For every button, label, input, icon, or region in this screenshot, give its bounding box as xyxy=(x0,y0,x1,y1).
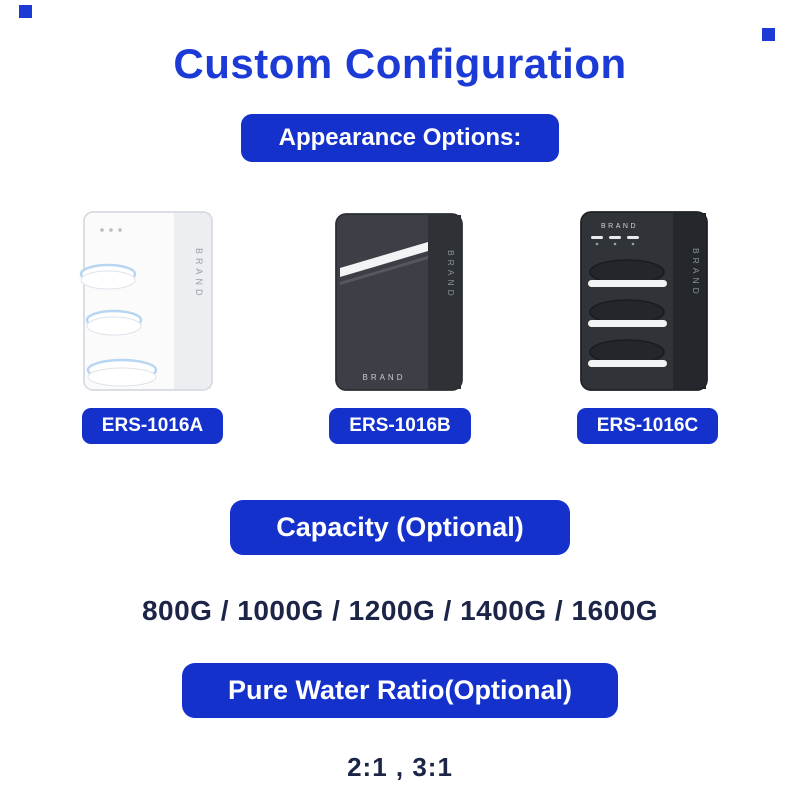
model-option-ers-1016c[interactable]: ERS-1016C xyxy=(576,408,719,444)
product-card-ers-1016a: BRAND ERS-1016A xyxy=(40,190,265,444)
tray-slot-2 xyxy=(588,299,667,327)
product-image-white-purifier: BRAND xyxy=(79,211,213,391)
indicator-switches xyxy=(591,236,639,246)
indicator-dot xyxy=(100,228,104,232)
purifier-side-panel xyxy=(174,213,211,389)
ratio-header-row: Pure Water Ratio(Optional) xyxy=(0,627,800,718)
purifier-side-panel xyxy=(673,213,706,389)
page-title: Custom Configuration xyxy=(173,40,627,87)
tray-slot-3 xyxy=(588,339,667,367)
decor-square-top-left xyxy=(19,5,32,18)
ratio-values-text: 2:1 , 3:1 xyxy=(347,752,453,782)
brand-text-front: BRAND xyxy=(362,373,405,382)
product-card-ers-1016b: BRAND BRAND ERS-1016B xyxy=(288,190,513,444)
model-option-ers-1016a[interactable]: ERS-1016A xyxy=(81,408,224,444)
product-card-ers-1016c: BRAND xyxy=(535,190,760,444)
indicator-dot xyxy=(109,228,113,232)
pure-water-ratio-header: Pure Water Ratio(Optional) xyxy=(181,663,618,718)
model-option-ers-1016b[interactable]: ERS-1016B xyxy=(329,408,471,444)
products-row: BRAND ERS-1016A BRAND BRAND ERS-1016B xyxy=(40,190,760,444)
appearance-options-header: Appearance Options: xyxy=(240,114,560,162)
tray-slot-1 xyxy=(588,259,667,287)
decor-square-top-right xyxy=(762,28,775,41)
product-image-dark-purifier: BRAND BRAND xyxy=(334,213,463,391)
brand-text-side: BRAND xyxy=(691,248,701,298)
diagonal-stripe-thin xyxy=(339,256,428,285)
capacity-header-row: Capacity (Optional) xyxy=(0,444,800,555)
purifier-side-panel xyxy=(427,215,461,389)
brand-text-side: BRAND xyxy=(446,250,456,300)
tray-icon-middle xyxy=(85,309,143,336)
brand-text-top: BRAND xyxy=(601,223,638,230)
diagonal-stripe xyxy=(339,242,428,277)
tray-icon-upper xyxy=(79,263,137,290)
tray-icon-base xyxy=(86,358,158,387)
capacity-header: Capacity (Optional) xyxy=(230,500,570,555)
product-image-black-purifier: BRAND xyxy=(580,211,708,391)
appearance-header-row: Appearance Options: xyxy=(0,88,800,162)
brand-text-side: BRAND xyxy=(194,248,204,300)
indicator-dot xyxy=(118,228,122,232)
capacity-values-text: 800G / 1000G / 1200G / 1400G / 1600G xyxy=(141,595,659,626)
